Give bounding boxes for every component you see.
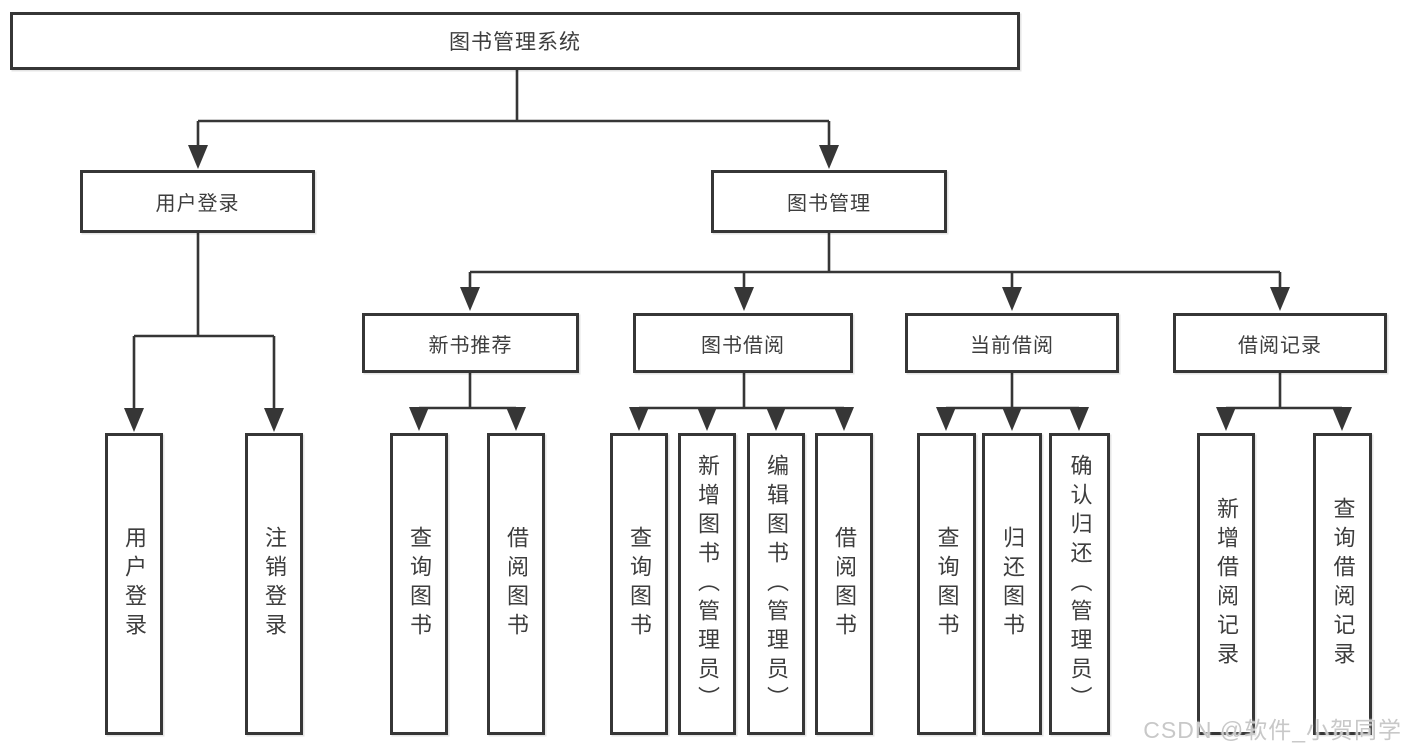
leaf-logout: 注销登录 <box>245 433 303 735</box>
leaf-confirm-return-admin: 确认归还（管理员） <box>1049 433 1110 735</box>
leaf-borrow-books-2: 借阅图书 <box>815 433 873 735</box>
leaf-query-books: 查询图书 <box>390 433 448 735</box>
leaf-user-login: 用户登录 <box>105 433 163 735</box>
leaf-query-books-3: 查询图书 <box>917 433 976 735</box>
leaf-return-book: 归还图书 <box>982 433 1042 735</box>
node-book-borrowing: 图书借阅 <box>633 313 853 373</box>
leaf-query-borrow-record: 查询借阅记录 <box>1313 433 1372 735</box>
node-library-management-system: 图书管理系统 <box>10 12 1020 70</box>
leaf-add-borrow-record: 新增借阅记录 <box>1197 433 1255 735</box>
leaf-query-books-2: 查询图书 <box>610 433 668 735</box>
leaf-edit-book-admin: 编辑图书（管理员） <box>747 433 805 735</box>
node-borrowing-records: 借阅记录 <box>1173 313 1387 373</box>
node-new-book-recommendation: 新书推荐 <box>362 313 579 373</box>
node-book-management: 图书管理 <box>711 170 947 233</box>
leaf-add-book-admin: 新增图书（管理员） <box>678 433 736 735</box>
node-user-login: 用户登录 <box>80 170 315 233</box>
node-current-borrowing: 当前借阅 <box>905 313 1119 373</box>
csdn-watermark: CSDN @软件_小贺同学 <box>1143 717 1402 743</box>
leaf-borrow-books: 借阅图书 <box>487 433 545 735</box>
